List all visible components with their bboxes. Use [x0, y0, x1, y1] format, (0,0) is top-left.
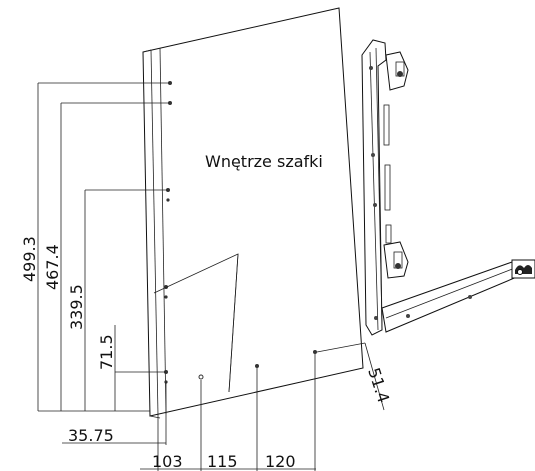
bracket-clip-bottom [383, 241, 409, 279]
dim-label-499: 499.3 [20, 236, 39, 282]
hole-marker [313, 350, 317, 354]
bracket-inner-line [369, 51, 379, 331]
dim-label-115: 115 [207, 452, 238, 471]
rail-edge [385, 265, 521, 319]
dim-label-71: 71.5 [97, 334, 116, 370]
hole-marker [468, 295, 472, 299]
screw-icon [517, 269, 523, 275]
screw-icon [397, 71, 403, 77]
horizontal-dimensions [62, 342, 385, 471]
vertical-dimensions [37, 82, 170, 412]
hole-marker [255, 364, 259, 368]
hole-marker [198, 374, 204, 380]
dim-label-51: 51.4 [364, 365, 393, 405]
hole-marker [164, 295, 168, 299]
dim-label-467: 467.4 [43, 244, 62, 290]
dim-label-103: 103 [152, 452, 183, 471]
slide-rail [381, 259, 535, 333]
panel-edge-line-inner [159, 47, 167, 415]
dim-label-35: 35.75 [68, 426, 114, 445]
dim-label-120: 120 [265, 452, 296, 471]
hole-marker [373, 203, 377, 207]
dim-line-51 [364, 342, 385, 411]
bracket-inner-line [375, 47, 383, 326]
dim-label-339: 339.5 [67, 284, 86, 330]
cabinet-panel [142, 7, 364, 419]
dim-ext-line [316, 342, 366, 353]
panel-label: Wnętrze szafki [205, 152, 323, 171]
bracket-slot [385, 224, 392, 244]
panel-bottom-corner [149, 415, 161, 419]
hole-marker [371, 153, 375, 157]
panel-outline [142, 7, 364, 417]
bracket-slot [383, 104, 390, 146]
bracket-clip-top [385, 51, 409, 91]
hole-marker [406, 314, 410, 318]
hole-marker [166, 198, 170, 202]
pointer-line-b [228, 253, 239, 393]
bracket-slot [384, 164, 391, 211]
screw-icon [395, 263, 401, 269]
hole-marker [369, 66, 373, 70]
bracket-plate [361, 39, 387, 336]
panel-edge-line [150, 49, 159, 416]
panel-top-edge [142, 49, 152, 53]
hinge-bracket [361, 39, 409, 336]
hole-marker [374, 316, 378, 320]
